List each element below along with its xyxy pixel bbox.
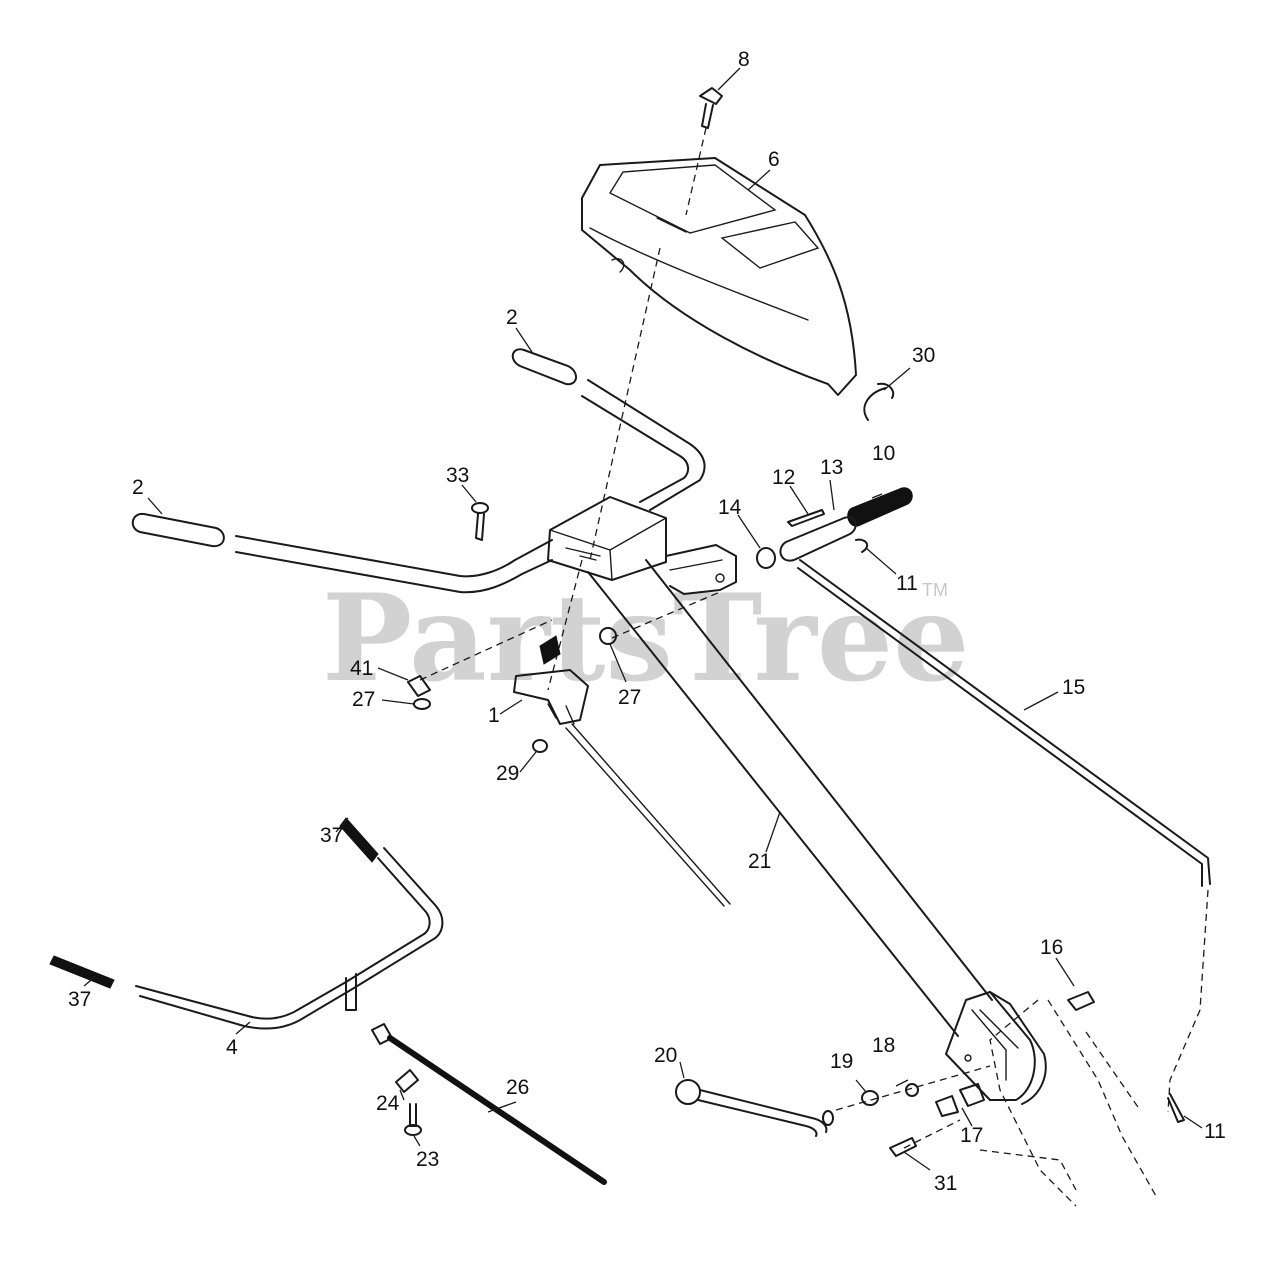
callout-33: 33 [446, 464, 469, 487]
shift-knob-part-20 [675, 1079, 834, 1137]
callout-27-right: 27 [618, 686, 641, 709]
bracket-part-1 [513, 635, 731, 907]
grip-part-37-top [339, 817, 379, 863]
callout-19: 19 [830, 1050, 853, 1073]
callout-10: 10 [872, 442, 895, 465]
clutch-lever-part-4 [135, 847, 444, 1030]
callout-26: 26 [506, 1076, 529, 1099]
callout-21: 21 [748, 850, 771, 873]
callout-17: 17 [960, 1124, 983, 1147]
hardware-16-18-19-31 [861, 991, 1185, 1157]
callout-31: 31 [934, 1172, 957, 1195]
pivot-bracket [935, 991, 1047, 1117]
cable-part-26 [371, 1023, 607, 1185]
hardware-41-27-29 [407, 627, 617, 753]
callout-24: 24 [376, 1092, 400, 1115]
shift-lever-parts [756, 487, 1211, 887]
callout-1: 1 [488, 704, 500, 727]
screw-part-8 [685, 87, 723, 216]
callout-6: 6 [768, 148, 780, 171]
callout-11-top: 11 [896, 572, 918, 595]
handlebar-tube [235, 379, 706, 594]
callout-41: 41 [350, 657, 373, 680]
console-shield-part [581, 157, 857, 396]
callout-37-top: 37 [320, 824, 343, 847]
callout-29: 29 [496, 762, 519, 785]
assembly-lines [419, 247, 1209, 1207]
callout-2-right: 2 [506, 306, 518, 329]
clip-part-30 [863, 382, 895, 421]
callout-labels: 8 6 2 30 2 33 10 13 12 14 11 41 27 1 29 … [68, 48, 1226, 1195]
callout-8: 8 [738, 48, 750, 71]
callout-2-left: 2 [132, 476, 144, 499]
callout-30: 30 [912, 344, 935, 367]
callout-15: 15 [1062, 676, 1085, 699]
callout-4: 4 [226, 1036, 238, 1059]
leader-lines [83, 67, 1203, 1171]
callout-27-left: 27 [352, 688, 375, 711]
grip-part-37-left [49, 955, 115, 989]
callout-23: 23 [416, 1148, 439, 1171]
watermark-text: PartsTree [322, 568, 969, 709]
handle-grip-left [131, 512, 225, 548]
handle-column-part-21 [547, 496, 993, 1037]
callout-11-bottom: 11 [1204, 1120, 1226, 1143]
callout-13: 13 [820, 456, 843, 479]
callout-14: 14 [718, 496, 742, 519]
bolt-part-33 [471, 502, 489, 541]
callout-37-left: 37 [68, 988, 91, 1011]
callout-12: 12 [772, 466, 795, 489]
handle-grip-right [511, 348, 577, 386]
callout-20: 20 [654, 1044, 677, 1067]
watermark-trademark: TM [922, 580, 948, 600]
callout-18: 18 [872, 1034, 895, 1057]
fastener-parts-23-24 [395, 1069, 422, 1136]
callout-16: 16 [1040, 936, 1063, 959]
